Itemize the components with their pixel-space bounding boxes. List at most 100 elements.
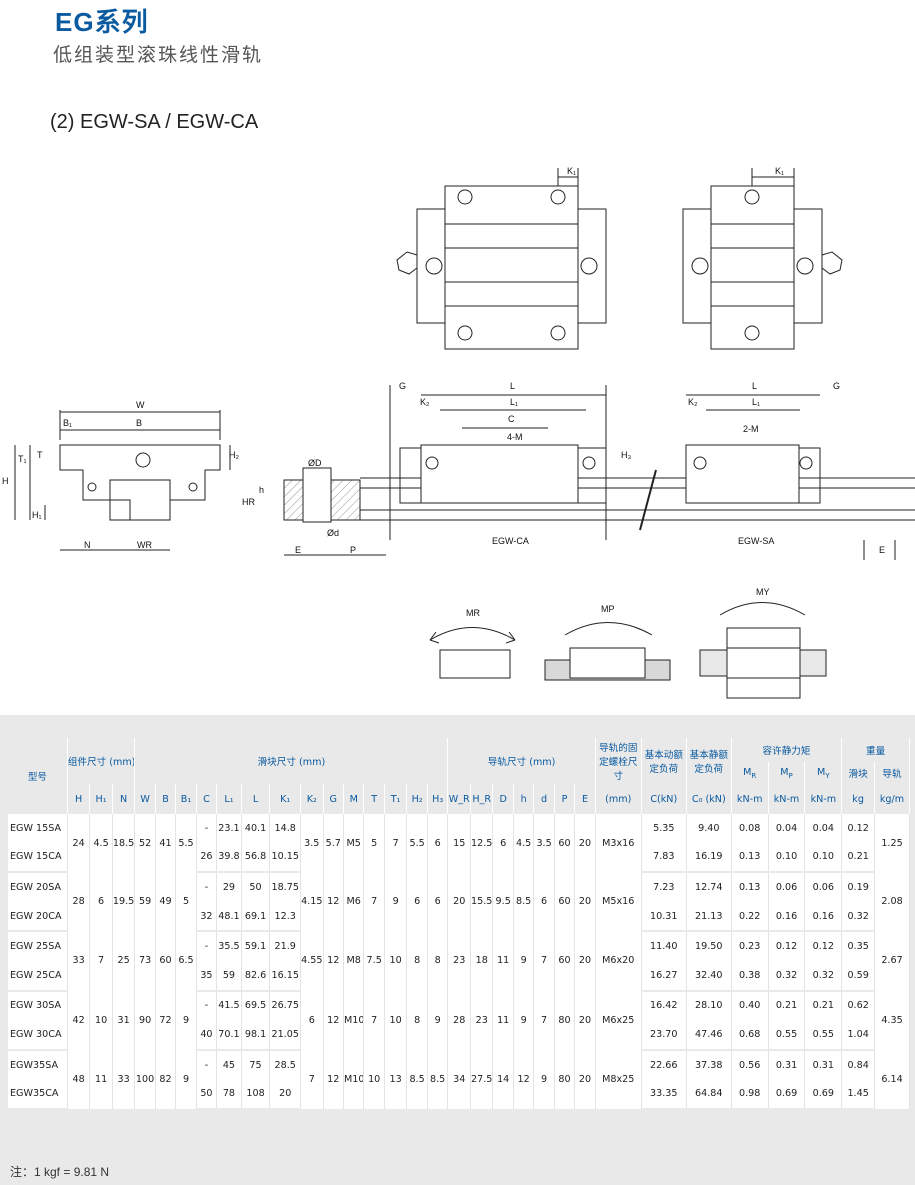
cell-g: 12 — [323, 1049, 345, 1109]
cell-c: - — [196, 814, 218, 843]
th-col-12: M — [343, 784, 365, 814]
th-col-13: T — [363, 784, 385, 814]
th-col-10: K₂ — [300, 784, 324, 814]
cell-b: 82 — [155, 1049, 177, 1109]
cell-my: 0.04 — [804, 814, 843, 843]
caption-egw-sa: EGW-SA — [738, 536, 774, 546]
cell-l1: 45 — [216, 1049, 242, 1080]
cell-hr: 18 — [470, 931, 494, 991]
th-col-28: kN-m — [768, 784, 806, 814]
cell-bolt: M5x16 — [595, 872, 642, 932]
cell-l: 56.8 — [241, 842, 271, 874]
cell-my: 0.31 — [804, 1049, 843, 1080]
cell-w: 52 — [134, 814, 156, 873]
th-col-29: kN-m — [804, 784, 843, 814]
th-col-11: G — [323, 784, 345, 814]
cell-k1: 20 — [269, 1079, 302, 1110]
cell-h2: 5.5 — [406, 814, 428, 873]
label-k2-ca: K₂ — [420, 397, 430, 407]
cell-t: 7.5 — [363, 931, 385, 991]
cell-w: 59 — [134, 872, 156, 932]
label-4m: 4-M — [507, 432, 523, 442]
label-mr: MR — [466, 608, 480, 618]
cell-d: 3.5 — [533, 814, 555, 873]
cell-t: 10 — [363, 1049, 385, 1109]
cell-k1: 12.3 — [269, 901, 302, 933]
cell-rail-weight: 1.25 — [874, 814, 910, 873]
label-hr: HR — [242, 497, 255, 507]
top-view-sa — [682, 168, 843, 350]
label-g-left: G — [399, 381, 406, 391]
th-col-30: kg — [841, 784, 875, 814]
label-t: T — [37, 450, 43, 460]
th-col-1: H₁ — [89, 784, 113, 814]
th-col-19: D — [492, 784, 514, 814]
th-col-0: H — [67, 784, 91, 814]
cell-b: 60 — [155, 931, 177, 991]
cell-k1: 16.15 — [269, 960, 302, 992]
cell-h: 33 — [67, 931, 91, 991]
side-view — [283, 385, 915, 560]
cell-l1: 35.5 — [216, 931, 242, 961]
cell-mr: 0.68 — [731, 1020, 769, 1051]
end-view — [14, 410, 231, 551]
cell-c: 26 — [196, 842, 218, 874]
cell-dyn: 10.31 — [641, 901, 687, 933]
cell-mp: 0.55 — [768, 1020, 806, 1051]
th-col-24: (mm) — [595, 784, 642, 814]
cell-h1: 4.5 — [89, 814, 113, 873]
label-p: P — [350, 545, 356, 555]
cell-m: M8 — [343, 931, 365, 991]
cell-c: - — [196, 990, 218, 1021]
cell-g: 12 — [323, 931, 345, 991]
th-model: 型号 — [8, 738, 68, 814]
label-e-left: E — [295, 545, 301, 555]
cell-model: EGW 30SA — [8, 990, 68, 1021]
cell-wr: 34 — [447, 1049, 471, 1109]
cell-k2: 4.15 — [300, 872, 324, 932]
cell-h3: 9 — [427, 990, 449, 1050]
th-col-20: h — [513, 784, 535, 814]
cell-mp: 0.69 — [768, 1079, 806, 1110]
section-heading: (2) EGW-SA / EGW-CA — [50, 111, 259, 133]
cell-n: 33 — [112, 1049, 136, 1109]
th-col-16: H₃ — [427, 784, 449, 814]
th-moment: 容许静力矩 — [731, 738, 843, 762]
cell-my: 0.12 — [804, 931, 843, 961]
th-col-18: H_R — [470, 784, 494, 814]
cell-model: EGW35CA — [8, 1079, 68, 1110]
cell-l1: 59 — [216, 960, 242, 992]
cell-k1: 14.8 — [269, 814, 302, 843]
cell-h: 12 — [513, 1049, 535, 1109]
cell-m: M10 — [343, 1049, 365, 1109]
cell-b1: 6.5 — [175, 931, 197, 991]
th-my: MY — [804, 762, 843, 784]
th-col-21: d — [533, 784, 555, 814]
cell-l1: 78 — [216, 1079, 242, 1110]
label-wr: WR — [137, 540, 152, 550]
label-g-right: G — [833, 381, 840, 391]
cell-k2: 6 — [300, 990, 324, 1050]
th-col-14: T₁ — [384, 784, 408, 814]
th-col-7: L₁ — [216, 784, 242, 814]
cell-mp: 0.16 — [768, 901, 806, 933]
moment-icons — [429, 602, 827, 699]
th-col-8: L — [241, 784, 271, 814]
label-e-right: E — [879, 545, 885, 555]
cell-d: 9 — [533, 1049, 555, 1109]
th-dynamic-load: 基本动额定负荷 — [641, 738, 687, 784]
cell-mp: 0.04 — [768, 814, 806, 843]
cell-k2: 4.55 — [300, 931, 324, 991]
label-k1-sa: K₁ — [775, 166, 784, 176]
th-col-4: B — [155, 784, 177, 814]
cell-model: EGW 20CA — [8, 901, 68, 933]
top-view-ca — [396, 168, 607, 350]
cell-model: EGW 20SA — [8, 872, 68, 902]
cell-e: 20 — [574, 931, 596, 991]
th-col-26: C₀ (kN) — [686, 784, 732, 814]
